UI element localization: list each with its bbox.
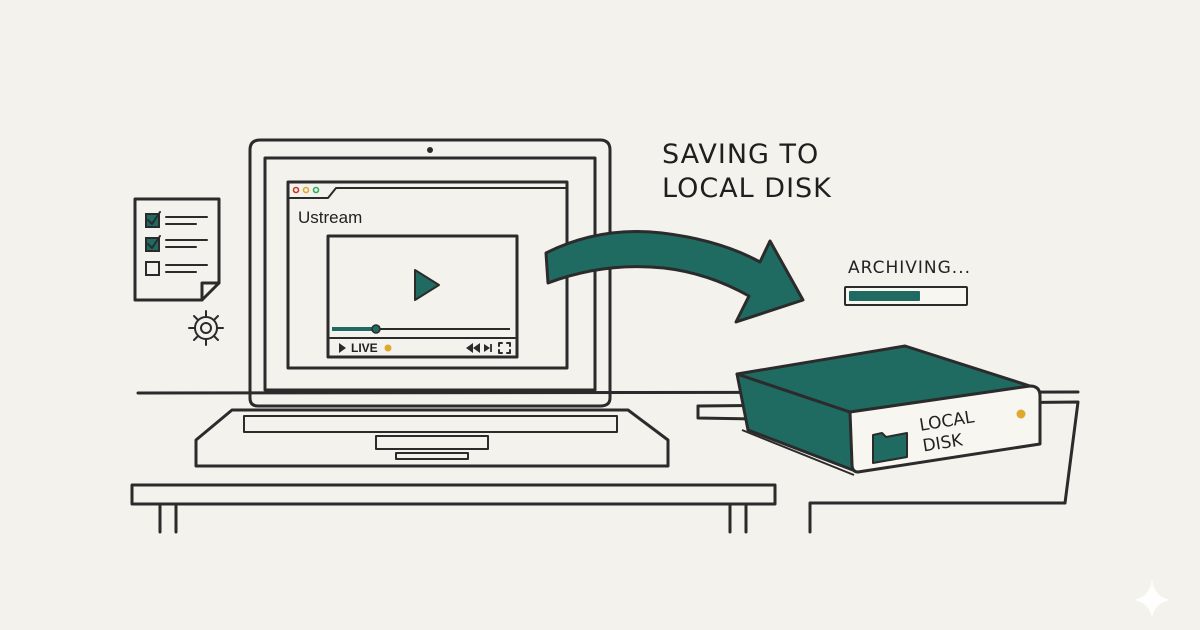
play-control-icon[interactable] [339,343,346,353]
browser-window [286,180,569,370]
folder-icon [872,432,908,464]
gear-icon [188,310,224,346]
transfer-arrow-icon [544,230,805,324]
checklist-document [133,197,221,302]
headline-line-1: SAVING TO [662,139,820,170]
sparkle-icon [1134,580,1170,618]
archiving-status: ARCHIVING... [848,258,972,278]
laptop [194,138,670,468]
headline: SAVING TO LOCAL DISK [662,138,832,206]
archiving-progress-fill [849,291,920,301]
browser-tab-title: Ustream [298,208,363,227]
rewind-icon[interactable] [466,343,480,353]
live-label: LIVE [351,341,378,355]
video-player [326,234,519,359]
drive-activity-led [1016,409,1026,419]
headline-line-2: LOCAL DISK [662,173,832,204]
video-scrubber-handle[interactable] [371,324,381,334]
play-icon[interactable] [414,269,440,301]
desk [130,483,777,534]
archiving-progress-bar [844,286,968,306]
disk-label: LOCAL DISK [918,407,979,457]
fullscreen-icon[interactable] [498,342,511,354]
skip-icon[interactable] [484,344,492,352]
webcam [427,147,433,153]
live-indicator-dot [384,344,392,352]
